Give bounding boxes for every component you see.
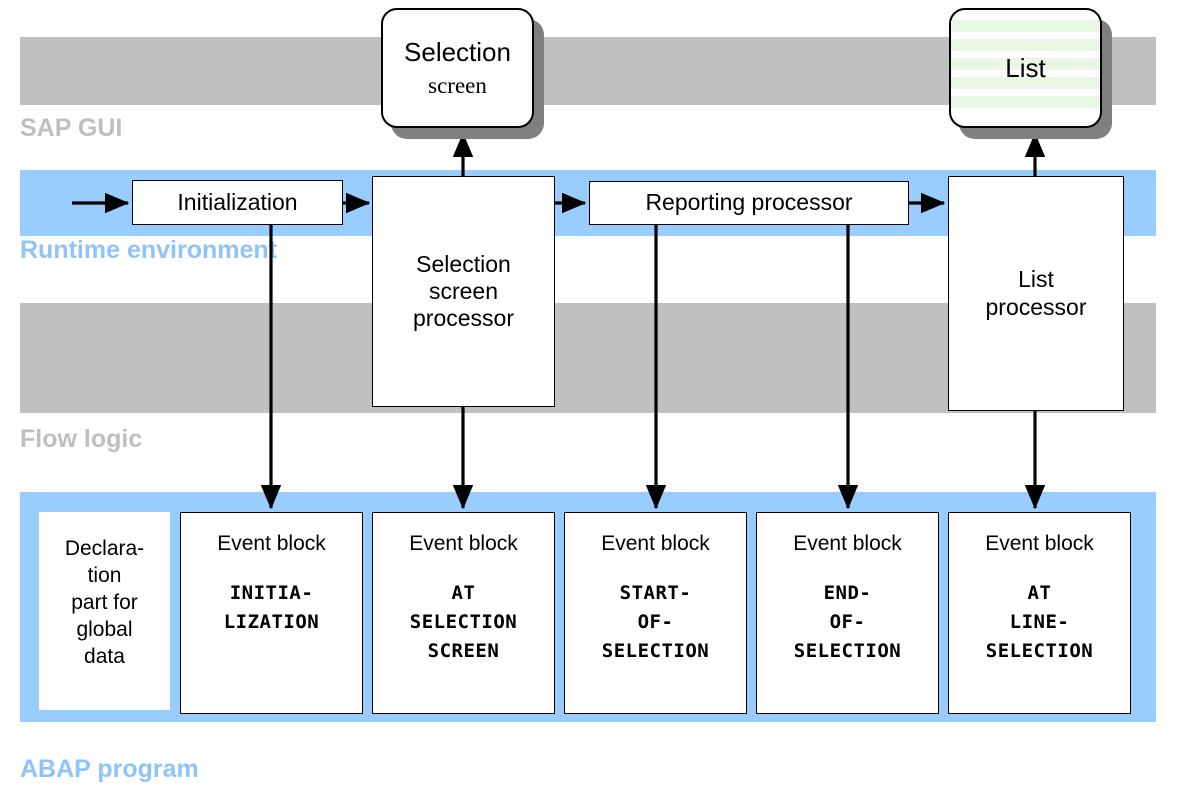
processor-initialization-label: Initialization <box>177 188 298 215</box>
processor-selection-screen[interactable]: Selection screen processor <box>372 176 555 407</box>
event-block-title: Event block <box>601 532 710 555</box>
event-block-keyword: AT SELECTION SCREEN <box>409 581 518 663</box>
processor-list[interactable]: List processor <box>948 176 1124 411</box>
processor-initialization[interactable]: Initialization <box>132 180 343 225</box>
list-stripes-decoration <box>951 20 1100 112</box>
abap-block-event-at-line-selection[interactable]: Event block AT LINE- SELECTION <box>948 512 1131 714</box>
abap-block-event-end-of-selection[interactable]: Event block END- OF- SELECTION <box>756 512 939 714</box>
layer-label-runtime: Runtime environment <box>20 236 277 264</box>
event-block-title: Event block <box>985 532 1094 555</box>
list-body: List <box>949 8 1102 128</box>
event-block-title: Event block <box>217 532 326 555</box>
layer-label-abap-program: ABAP program <box>20 755 199 783</box>
declaration-part-label: Declara- tion part for global data <box>64 537 145 668</box>
gui-object-list[interactable]: List <box>949 8 1112 139</box>
selection-screen-body: Selection screen <box>381 8 534 128</box>
processor-reporting-label: Reporting processor <box>645 189 853 216</box>
abap-block-event-start-of-selection[interactable]: Event block START- OF- SELECTION <box>564 512 747 714</box>
event-block-keyword: END- OF- SELECTION <box>793 581 902 663</box>
event-block-title: Event block <box>793 532 902 555</box>
processor-list-label: List processor <box>985 266 1087 320</box>
layer-label-flow-logic: Flow logic <box>20 425 143 453</box>
abap-block-event-at-selection-screen[interactable]: Event block AT SELECTION SCREEN <box>372 512 555 714</box>
event-block-title: Event block <box>409 532 518 555</box>
list-label: List <box>1005 52 1046 83</box>
selection-screen-label-line2: screen <box>428 73 487 98</box>
processor-reporting[interactable]: Reporting processor <box>589 181 909 225</box>
layer-label-sap-gui: SAP GUI <box>20 114 123 142</box>
processor-selection-screen-label: Selection screen processor <box>413 250 514 332</box>
gui-object-selection-screen[interactable]: Selection screen <box>381 8 544 139</box>
abap-block-event-initialization[interactable]: Event block INITIA- LIZATION <box>180 512 363 714</box>
event-block-keyword: AT LINE- SELECTION <box>985 581 1094 663</box>
event-block-keyword: START- OF- SELECTION <box>601 581 710 663</box>
selection-screen-label-line1: Selection <box>404 37 511 67</box>
abap-block-declaration-part[interactable]: Declara- tion part for global data <box>39 512 170 710</box>
event-block-keyword: INITIA- LIZATION <box>223 581 320 634</box>
